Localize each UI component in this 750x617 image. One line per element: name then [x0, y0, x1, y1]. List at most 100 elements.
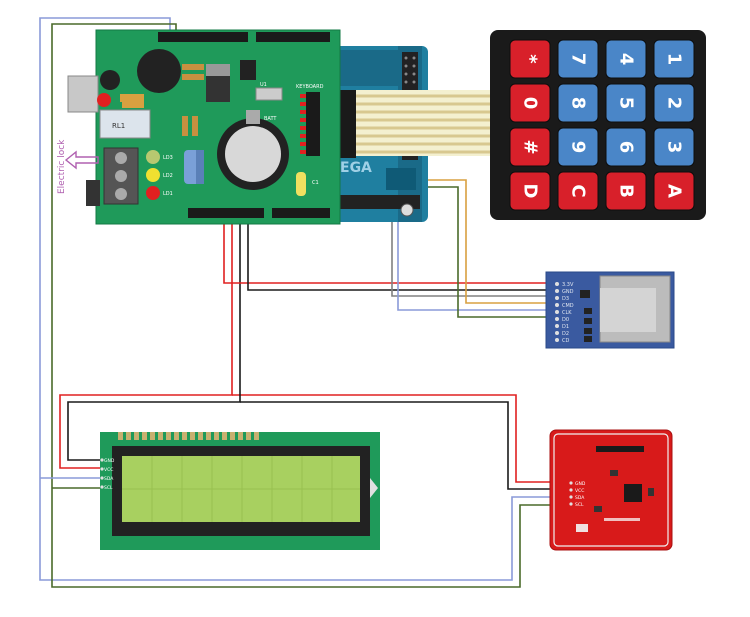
lcd-display: GND VCC SDA SCL [100, 432, 380, 550]
keypad-key-label: # [520, 139, 541, 154]
keypad-key-label: 8 [568, 97, 589, 110]
keypad: * 7 4 1 0 8 5 2 #9 6 3D C B A [490, 30, 706, 220]
lcd-pin-label: GND [104, 458, 115, 464]
keypad-key-label: B [616, 184, 637, 198]
keypad-key-label: 0 [520, 97, 541, 110]
wire-blue-sd [397, 180, 556, 311]
keypad-key-label: 9 [568, 141, 589, 154]
nfc-board [549, 429, 673, 551]
sd-pin-label: CLK [562, 310, 572, 316]
wire-blue-outer [39, 17, 570, 581]
led-red [146, 186, 160, 200]
sd-pin-label: D2 [562, 331, 569, 337]
keypad-key: # [509, 127, 551, 167]
keypad-key-label: * [520, 54, 541, 64]
lcd-pin-label: SCL [104, 485, 113, 491]
wire-red-nfc [232, 394, 570, 483]
capacitor-label: C1 [312, 180, 319, 186]
wire-black-sd [247, 217, 556, 291]
wire-red-sd [223, 217, 556, 284]
keypad-key: 1 [653, 39, 695, 79]
keypad-key: 9 [557, 127, 599, 167]
led-label-ld2: LD2 [163, 173, 173, 179]
mega-label: EGA [340, 160, 372, 176]
lcd-pin [100, 467, 104, 471]
keypad-key-label: C [568, 184, 589, 197]
keypad-key-label: 2 [664, 97, 685, 110]
sd-pin-label: D3 [562, 296, 569, 302]
wire-orange-sd [412, 179, 556, 304]
usb-connector [67, 75, 99, 113]
sd-pin-label: GND [562, 289, 574, 295]
wire-red-lcd [59, 217, 233, 469]
keypad-key-label: 3 [664, 141, 685, 154]
battery-label: BATT [264, 116, 277, 122]
keypad-key-label: D [520, 184, 541, 199]
keypad-key: 7 [557, 39, 599, 79]
relay [99, 109, 151, 139]
shield-header-top-right [256, 32, 330, 42]
crystal [255, 87, 283, 101]
sd-pin [555, 282, 559, 286]
shield-header-bottom-left [188, 208, 264, 218]
keypad-key: C [557, 171, 599, 211]
power-jack [86, 180, 100, 206]
led-label-ld3: LD3 [163, 155, 173, 161]
keypad-key-label: 6 [616, 141, 637, 154]
wire-black-lcd [67, 217, 241, 461]
led-green [146, 150, 160, 164]
mega-header-pins [404, 56, 416, 84]
sd-pin-label: D0 [562, 317, 569, 323]
sd-pin [555, 303, 559, 307]
nfc-pin-label: GND [575, 481, 586, 487]
keyboard-header-label: KEYBOARD [296, 84, 324, 90]
sd-pin [555, 289, 559, 293]
sd-pin [555, 331, 559, 335]
sd-pin [555, 317, 559, 321]
keypad-key: 2 [653, 83, 695, 123]
sd-pin [555, 338, 559, 342]
keypad-key-label: 5 [616, 97, 637, 110]
sd-pin [555, 310, 559, 314]
wire-green-sd [412, 186, 556, 318]
keypad-keys: * 7 4 1 0 8 5 2 #9 6 3D C B A [509, 39, 695, 211]
wire-green-outer [51, 23, 570, 588]
keypad-key: 4 [605, 39, 647, 79]
keypad-key-label: A [664, 184, 685, 198]
lcd-pin [100, 485, 104, 489]
keypad-ribbon [320, 90, 496, 158]
keypad-key: 0 [509, 83, 551, 123]
keypad-key: D [509, 171, 551, 211]
sd-pin-label: 3.3V [562, 282, 574, 288]
lcd-pin-row [118, 432, 259, 440]
led-label-ld1: LD1 [163, 191, 173, 197]
keypad-key-label: 4 [616, 53, 637, 66]
keypad-key-label: 7 [568, 53, 589, 66]
buzzer [137, 49, 181, 93]
nfc-header [596, 446, 644, 452]
lcd-pin-label: VCC [104, 467, 113, 473]
reset-button [97, 93, 111, 107]
sd-pin [555, 296, 559, 300]
relay-label: RL1 [112, 122, 125, 130]
lcd-pin-label: SDA [104, 476, 114, 482]
nfc-pin [569, 495, 573, 499]
led-yellow [146, 168, 160, 182]
nfc-pin-label: VCC [575, 488, 584, 494]
shield-board: RL1 U1 LD3 LD2 LD1 B [67, 29, 341, 225]
crystal-label: U1 [260, 82, 267, 88]
keypad-key: * [509, 39, 551, 79]
electric-lock-indicator: Electric lock [57, 139, 99, 194]
keypad-key: 6 [605, 127, 647, 167]
keypad-key: 5 [605, 83, 647, 123]
lcd-char-grid [122, 456, 360, 522]
lcd-pins: GND VCC SDA SCL [100, 458, 115, 491]
lcd-pin [100, 458, 104, 462]
lock-arrow-icon [64, 150, 99, 170]
keypad-key: A [653, 171, 695, 211]
keypad-key: B [605, 171, 647, 211]
